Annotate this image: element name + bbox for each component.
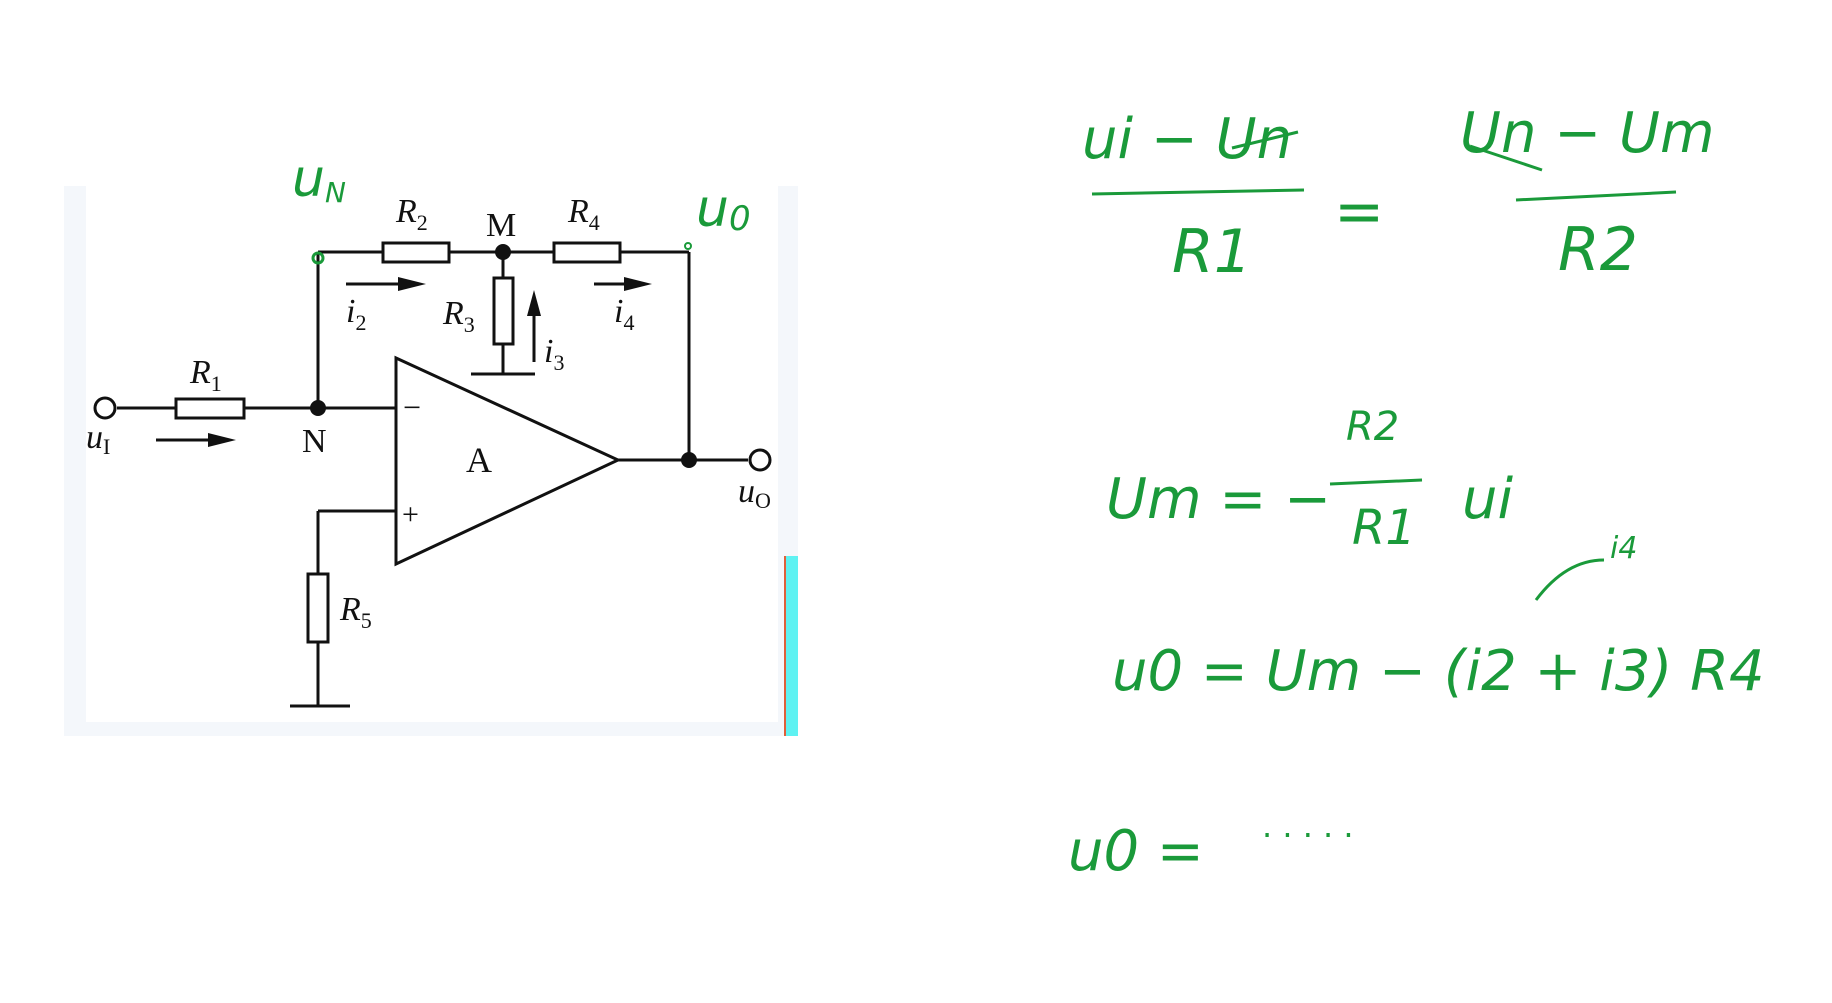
r3-letter: R bbox=[442, 295, 464, 332]
output-voltage-label: uO bbox=[738, 473, 771, 513]
r2-label: R2 bbox=[395, 193, 428, 235]
uo-subscript: O bbox=[755, 488, 771, 513]
uo-letter: u bbox=[738, 473, 755, 510]
eq1-equals: = bbox=[1334, 177, 1384, 247]
r1-subscript: 1 bbox=[211, 371, 222, 396]
eq1-bar-right bbox=[1515, 190, 1677, 202]
eq4-rest: · · · · · bbox=[1262, 816, 1354, 854]
plus-input-sign: + bbox=[402, 498, 419, 531]
eq2-rhs: ui bbox=[1462, 467, 1513, 532]
ui-subscript: I bbox=[103, 434, 110, 459]
r5-subscript: 5 bbox=[361, 608, 372, 633]
r5-label: R5 bbox=[339, 591, 372, 633]
eq3-annotation: i4 bbox=[1610, 531, 1637, 566]
minus-input-sign: − bbox=[403, 389, 421, 425]
eq2-frac-bar bbox=[1329, 478, 1423, 486]
eq1-bar-left bbox=[1091, 188, 1305, 196]
resistor-r4 bbox=[552, 241, 622, 264]
r4-label: R4 bbox=[567, 193, 600, 235]
i4-letter: i bbox=[614, 293, 623, 330]
eq2-frac-num: R2 bbox=[1346, 404, 1399, 450]
junction-out bbox=[681, 452, 697, 468]
resistor-r3 bbox=[492, 276, 515, 346]
r3-label: R3 bbox=[442, 295, 475, 337]
resistor-r5 bbox=[306, 572, 330, 644]
r2-subscript: 2 bbox=[417, 210, 428, 235]
eq1-strike-left bbox=[1231, 130, 1299, 150]
i3-subscript: 3 bbox=[553, 350, 564, 375]
note-uo-letter: u bbox=[696, 179, 729, 239]
eq1-num-right: Un − Um bbox=[1460, 101, 1715, 166]
eq1-num-left: ui − Un bbox=[1082, 107, 1292, 172]
resistor-r2 bbox=[381, 241, 451, 264]
amp-label: A bbox=[466, 440, 492, 480]
i4-subscript: 4 bbox=[623, 310, 634, 335]
note-uo: u0 bbox=[696, 179, 751, 239]
note-un-letter: u bbox=[292, 149, 325, 209]
op-amp-triangle bbox=[394, 355, 622, 567]
r3-subscript: 3 bbox=[464, 312, 475, 337]
i3-label: i3 bbox=[544, 333, 564, 375]
r1-label: R1 bbox=[189, 354, 222, 396]
eq1-den-left: R1 bbox=[1172, 217, 1252, 287]
input-terminal bbox=[93, 396, 117, 420]
mark-dot-left bbox=[311, 251, 325, 265]
junction-m bbox=[495, 244, 511, 260]
eq2-frac-den: R1 bbox=[1352, 500, 1416, 556]
output-terminal bbox=[748, 448, 772, 472]
eq2-lhs: Um = − bbox=[1106, 467, 1331, 532]
circuit-diagram: R1 R2 R3 R4 R5 i2 i3 i4 N M A − + uI uO bbox=[64, 186, 798, 736]
note-un: uN bbox=[292, 149, 346, 209]
eq3-annotation-arrow bbox=[1534, 558, 1605, 601]
i4-label: i4 bbox=[614, 293, 634, 335]
mark-dot-right bbox=[684, 242, 692, 250]
note-uo-subscript: 0 bbox=[729, 199, 751, 239]
cyan-edge-strip bbox=[784, 556, 798, 736]
r1-letter: R bbox=[189, 354, 211, 391]
current-arrows bbox=[156, 277, 652, 447]
eq1-strike-right bbox=[1469, 144, 1543, 172]
note-un-subscript: N bbox=[325, 176, 346, 209]
junction-n bbox=[310, 400, 326, 416]
ui-letter: u bbox=[86, 419, 103, 456]
r2-letter: R bbox=[395, 193, 417, 230]
eq1-den-right: R2 bbox=[1558, 215, 1638, 285]
circuit-wires bbox=[117, 250, 748, 708]
r4-subscript: 4 bbox=[589, 210, 600, 235]
node-n-label: N bbox=[302, 423, 327, 460]
node-m-label: M bbox=[486, 207, 516, 244]
r4-letter: R bbox=[567, 193, 589, 230]
i2-subscript: 2 bbox=[355, 310, 366, 335]
i2-letter: i bbox=[346, 293, 355, 330]
eq3: u0 = Um − (i2 + i3) R4 bbox=[1112, 639, 1765, 704]
resistor-r1 bbox=[174, 397, 246, 420]
input-voltage-label: uI bbox=[86, 419, 110, 459]
handwritten-notes: uN u0 ui − Un R1 = Un − Um R2 Um = − R2 … bbox=[292, 101, 1765, 884]
i3-letter: i bbox=[544, 333, 553, 370]
eq4-lhs: u0 = bbox=[1068, 819, 1204, 884]
r5-letter: R bbox=[339, 591, 361, 628]
i2-label: i2 bbox=[346, 293, 366, 335]
